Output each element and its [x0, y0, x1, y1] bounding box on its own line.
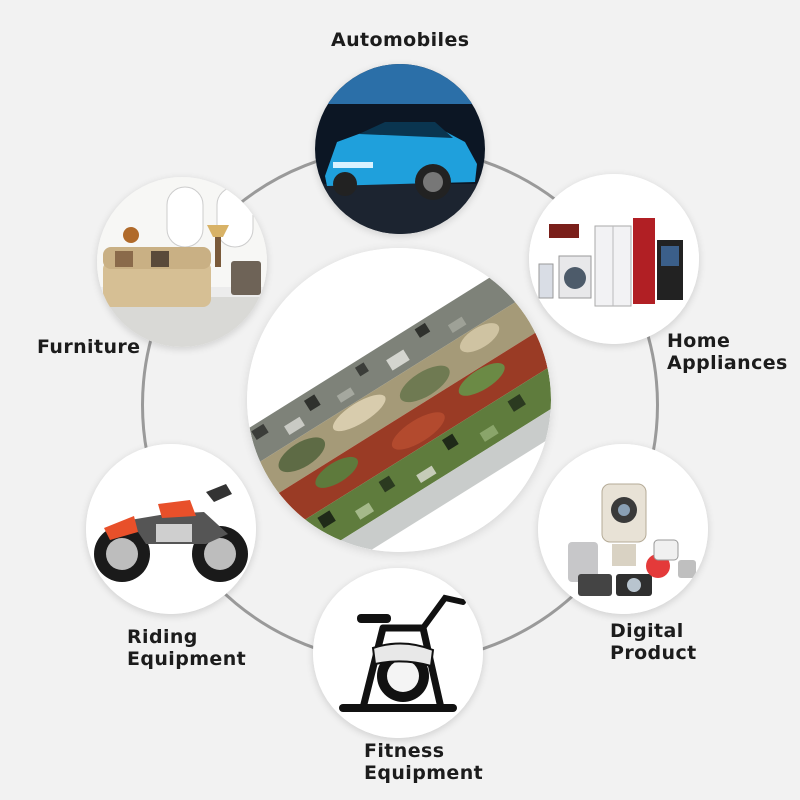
node-fitness-equipment	[313, 568, 483, 738]
blue-sports-car-icon	[315, 64, 485, 234]
node-digital-product	[538, 444, 708, 614]
node-riding-equipment	[86, 444, 256, 614]
node-furniture	[97, 177, 267, 347]
label-digital-product: Digital Product	[610, 620, 697, 664]
appliances-icon	[529, 174, 699, 344]
label-furniture: Furniture	[37, 336, 141, 358]
sofa-room-icon	[97, 177, 267, 347]
node-automobiles	[315, 64, 485, 234]
center-product-image	[247, 248, 551, 552]
label-home-appliances: Home Appliances	[667, 330, 788, 374]
security-camera-icon	[538, 444, 708, 614]
exercise-bike-icon	[313, 568, 483, 738]
camouflage-vinyl-rolls-icon	[247, 248, 551, 552]
label-riding-equipment: Riding Equipment	[127, 626, 247, 670]
label-automobiles: Automobiles	[331, 29, 470, 51]
motorcycle-icon	[86, 444, 256, 614]
label-fitness-equipment: Fitness Equipment	[364, 740, 484, 784]
node-home-appliances	[529, 174, 699, 344]
